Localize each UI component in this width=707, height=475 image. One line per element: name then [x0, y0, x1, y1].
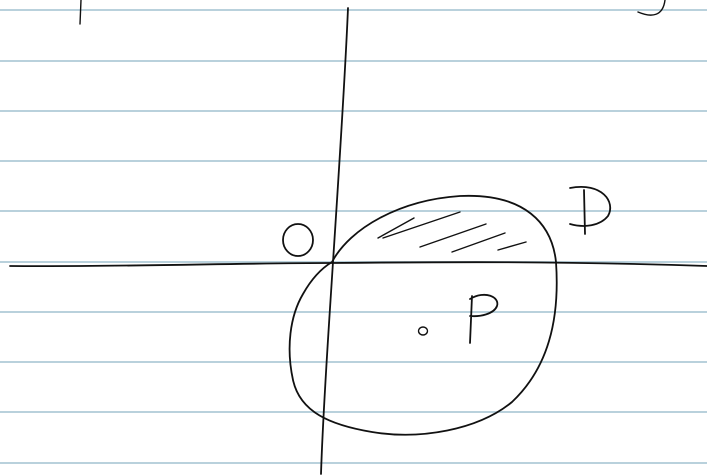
- hatch-line: [377, 217, 415, 239]
- letter-p-glyph: [469, 293, 499, 344]
- stray-stroke-left: [79, 0, 82, 25]
- hatch-line: [382, 211, 461, 239]
- axis-end-label-d: [569, 186, 612, 235]
- letter-d-glyph: [569, 186, 612, 235]
- origin-label: [282, 223, 314, 257]
- hatch-line: [497, 241, 527, 251]
- circle-curve: [288, 194, 558, 436]
- y-axis: [320, 7, 349, 475]
- hatched-region: [377, 211, 527, 253]
- center-dot: [417, 326, 429, 336]
- hatch-line: [419, 223, 487, 248]
- letter-o-glyph: [282, 223, 314, 257]
- point-label-p: [469, 293, 499, 344]
- stray-stroke-right: [637, 0, 666, 16]
- hatch-line: [451, 232, 506, 253]
